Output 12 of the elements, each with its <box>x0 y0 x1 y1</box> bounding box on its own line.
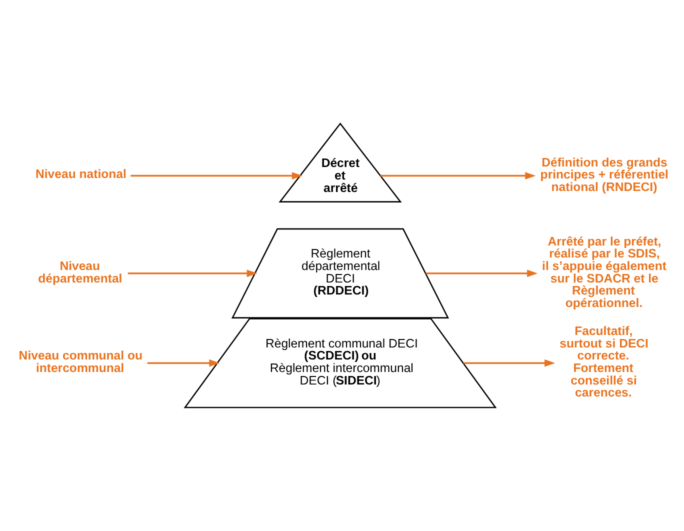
arrow <box>147 359 220 367</box>
arrow <box>380 172 536 180</box>
arrow <box>128 270 258 278</box>
node-text: Niveau départemental <box>38 259 122 286</box>
node-text: Définition des grands principes + référentiel national (RNDECI) <box>540 155 668 194</box>
arrow <box>463 359 556 367</box>
node-text: Niveau communal ou intercommunal <box>18 348 142 376</box>
node-text: Arrêté par le préfet, réalisé par le SDIS, il s’appuie également sur le SDACR et le Règlement opérationnel. <box>542 234 666 310</box>
node-text: Niveau national <box>36 167 126 182</box>
arrow <box>130 172 302 180</box>
node-text: Facultatif, surtout si DECI correcte. Fortement conseillé si carences. <box>560 324 648 400</box>
arrow <box>426 270 538 278</box>
